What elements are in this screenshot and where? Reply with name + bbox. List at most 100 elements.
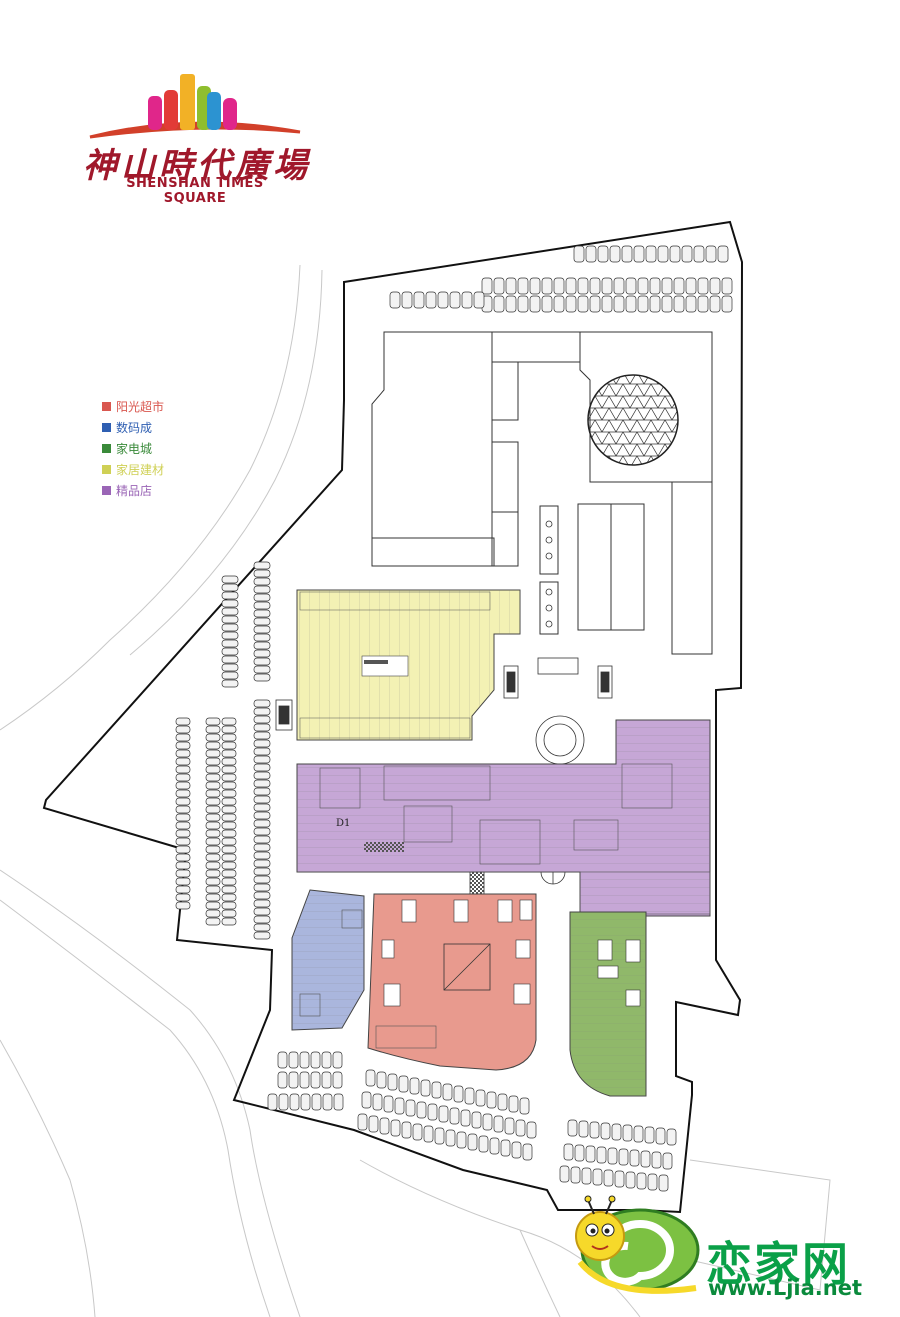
parking-space: [175, 741, 191, 750]
zone-appliance: [569, 911, 647, 1097]
parking-space: [205, 781, 221, 790]
parking-space: [365, 1069, 376, 1087]
parking-space: [481, 277, 493, 295]
parking-space: [413, 291, 425, 309]
parking-space: [640, 1150, 651, 1168]
parking-space: [221, 893, 237, 902]
parking-space: [592, 1168, 603, 1186]
parking-space: [205, 837, 221, 846]
parking-space: [221, 647, 239, 656]
parking-space: [461, 291, 473, 309]
parking-space: [621, 245, 633, 263]
parking-space: [368, 1115, 379, 1133]
parking-space: [175, 773, 191, 782]
parking-space: [253, 633, 271, 642]
parking-space: [253, 649, 271, 658]
parking-space: [221, 631, 239, 640]
parking-space: [613, 277, 625, 295]
parking-space: [205, 821, 221, 830]
parking-space: [253, 835, 271, 844]
parking-space: [205, 733, 221, 742]
parking-space: [717, 245, 729, 263]
parking-space: [609, 245, 621, 263]
parking-space: [475, 1089, 486, 1107]
parking-space: [300, 1093, 311, 1111]
parking-space: [253, 771, 271, 780]
parking-space: [383, 1095, 394, 1113]
logo-bar: [223, 98, 237, 130]
parking-space: [651, 1151, 662, 1169]
parking-space: [175, 717, 191, 726]
legend-item-digital: 数码成: [102, 417, 164, 438]
parking-space: [221, 607, 239, 616]
parking-space: [658, 1174, 669, 1192]
parking-space: [221, 591, 239, 600]
watermark-name: 恋家网: [706, 1237, 850, 1291]
parking-space: [253, 779, 271, 788]
parking-space: [175, 901, 191, 910]
parking-space: [253, 715, 271, 724]
parking-space: [221, 797, 237, 806]
parking-space: [644, 1126, 655, 1144]
parking-space: [553, 295, 565, 313]
parking-space: [505, 295, 517, 313]
parking-space: [253, 665, 271, 674]
parking-space: [205, 845, 221, 854]
snail-mascot-icon: [575, 1195, 700, 1294]
parking-space: [205, 917, 221, 926]
parking-space: [625, 277, 637, 295]
parking-space: [221, 623, 239, 632]
parking-space: [603, 1169, 614, 1187]
parking-space: [449, 1107, 460, 1125]
zone-digital: [291, 889, 365, 1031]
parking-space: [669, 245, 681, 263]
parking-space: [649, 295, 661, 313]
parking-space: [460, 1109, 471, 1127]
parking-space: [253, 561, 271, 570]
parking-space: [205, 909, 221, 918]
parking-space: [221, 733, 237, 742]
legend-label: 家居建材: [116, 462, 165, 477]
parking-space: [541, 277, 553, 295]
parking-space: [221, 917, 237, 926]
parking-space: [278, 1093, 289, 1111]
parking-space: [253, 625, 271, 634]
legend-item-home-building: 家居建材: [102, 459, 164, 480]
parking-space: [175, 805, 191, 814]
legend-item-appliance: 家电城: [102, 438, 164, 459]
parking-space: [253, 787, 271, 796]
parking-space: [253, 699, 271, 708]
parking-space: [310, 1051, 321, 1069]
parking-space: [563, 1143, 574, 1161]
parking-space: [464, 1087, 475, 1105]
parking-space: [541, 295, 553, 313]
parking-space: [205, 741, 221, 750]
parking-space: [253, 577, 271, 586]
parking-space: [611, 1123, 622, 1141]
parking-space: [321, 1071, 332, 1089]
parking-space: [175, 829, 191, 838]
parking-space: [175, 869, 191, 878]
parking-space: [505, 277, 517, 295]
parking-space: [205, 789, 221, 798]
parking-space: [482, 1113, 493, 1131]
parking-space: [253, 899, 271, 908]
parking-space: [529, 295, 541, 313]
parking-space: [473, 291, 485, 309]
parking-space: [253, 723, 271, 732]
parking-space: [253, 569, 271, 578]
parking-area: [175, 245, 733, 1192]
parking-space: [253, 657, 271, 666]
parking-space: [221, 757, 237, 766]
logo-bar: [148, 96, 162, 130]
parking-space: [267, 1093, 278, 1111]
parking-space: [175, 861, 191, 870]
parking-space: [253, 843, 271, 852]
parking-space: [205, 717, 221, 726]
parking-space: [577, 295, 589, 313]
logo-bar: [164, 90, 178, 130]
parking-space: [175, 893, 191, 902]
parking-space: [613, 295, 625, 313]
parking-space: [175, 813, 191, 822]
parking-space: [221, 901, 237, 910]
